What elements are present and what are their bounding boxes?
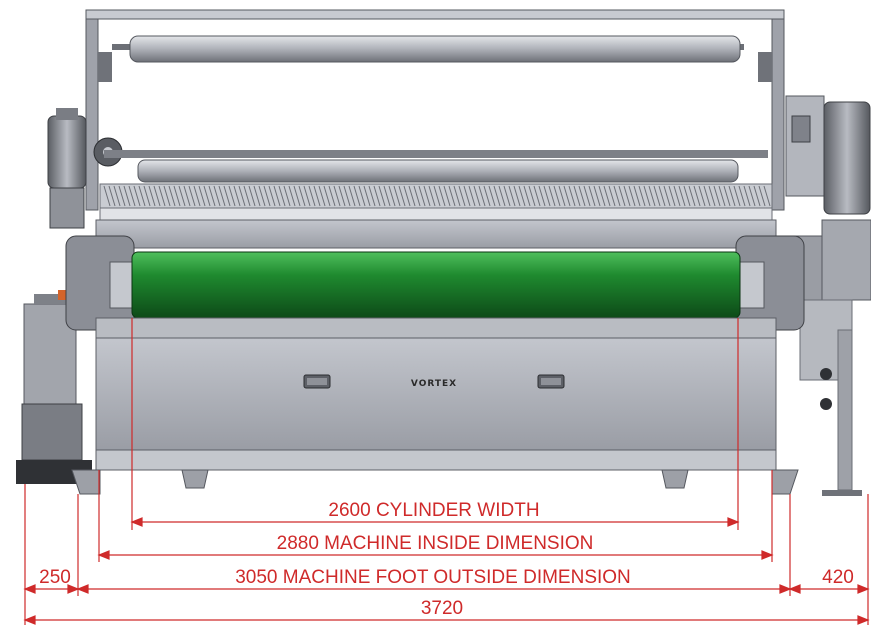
machine-feet xyxy=(71,469,799,495)
dimension-lines xyxy=(23,318,870,625)
foot-outside-label: 3050 MACHINE FOOT OUTSIDE DIMENSION xyxy=(235,567,631,588)
left-offset-label: 250 xyxy=(39,567,71,588)
brand-logo: VORTEX xyxy=(411,379,457,389)
upper-plate xyxy=(95,219,777,249)
inside-dimension-label: 2880 MACHINE INSIDE DIMENSION xyxy=(277,533,594,554)
side-housings xyxy=(65,235,805,331)
green-cylinder xyxy=(131,251,741,319)
lower-body: VORTEX xyxy=(95,317,777,471)
valve-icon xyxy=(820,368,832,380)
right-offset-label: 420 xyxy=(822,567,854,588)
cylinder-width-label: 2600 CYLINDER WIDTH xyxy=(328,500,539,521)
total-width-label: 3720 xyxy=(421,598,463,619)
left-motor xyxy=(47,108,123,229)
valve-icon xyxy=(820,398,832,410)
brush-roller xyxy=(99,150,773,221)
upper-roller xyxy=(112,35,744,63)
left-hydraulic-unit xyxy=(16,290,92,484)
top-frame xyxy=(85,9,785,211)
